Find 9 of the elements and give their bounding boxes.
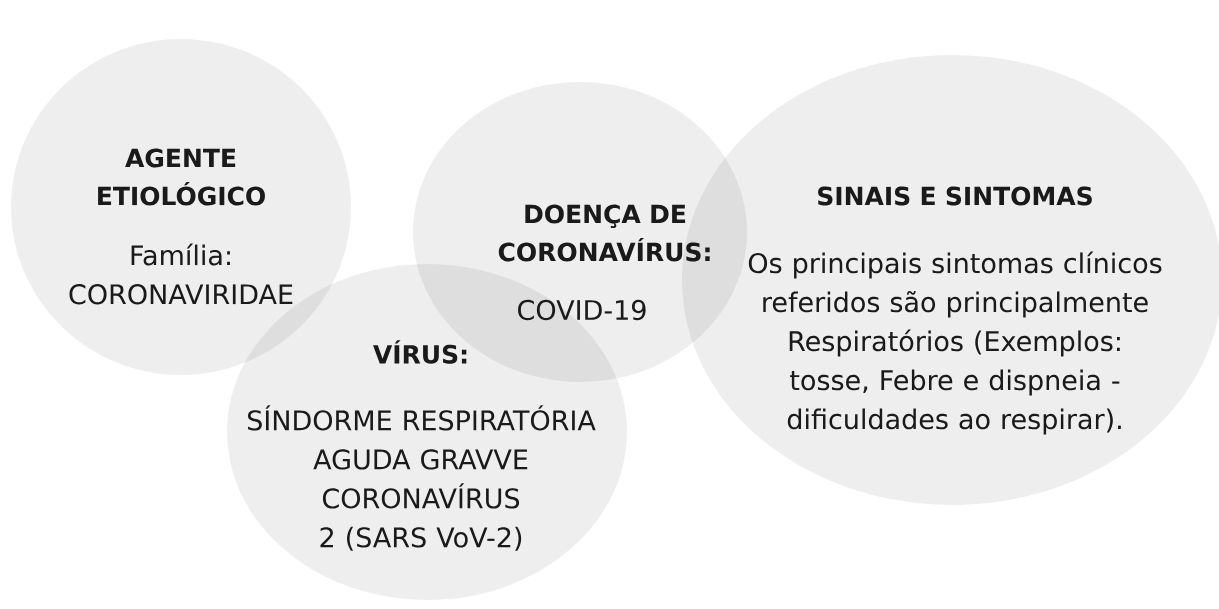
circle: [11, 39, 351, 375]
circle-text: SÍNDORME RESPIRATÓRIA AGUDA GRAVVE CORONAVÍRUS 2 (SARS VoV-2): [248, 405, 596, 551]
circle-text: Os principais sintomas clínicos referidos são principalmente Respiratórios (Exemplos: tosse, Febre e dispneia - dificuldades ao respirar).: [748, 251, 1162, 435]
circle-heading: SINAIS E SINTOMAS: [818, 186, 1092, 206]
circle-text: COVID-19: [518, 299, 646, 321]
circle-heading: DOENÇA DE CORONAVÍRUS:: [498, 204, 710, 262]
circle-text: Família: CORONAVIRIDAE: [69, 243, 293, 305]
circle-heading: VÍRUS:: [373, 340, 467, 364]
circle-heading: AGENTE ETIOLÓGICO: [98, 148, 265, 206]
